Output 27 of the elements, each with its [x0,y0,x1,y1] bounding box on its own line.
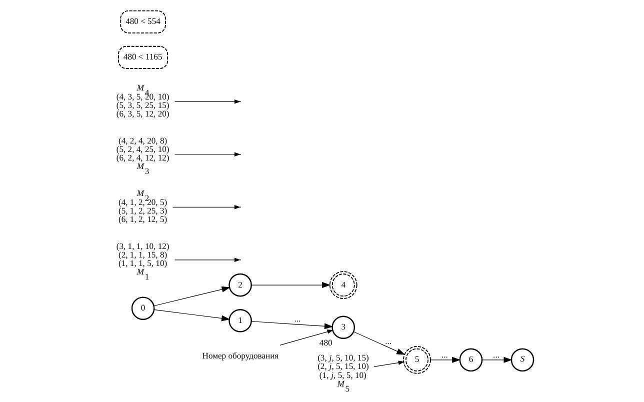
arrow [174,152,240,157]
arrow [172,204,240,210]
arrow [174,99,240,104]
arrow [153,286,230,306]
node-circle: 6 [458,348,482,372]
arrow [174,258,240,262]
node-box: 480 < 554 [120,10,166,34]
node-circle: S [510,348,534,372]
node-circle: 0 [130,296,154,320]
arrow [430,356,460,363]
node-circle: 2 [228,273,252,297]
node-label: 480 [318,337,332,348]
arrow [352,331,405,355]
arrow [153,309,230,322]
node-text: Номер оборудования [202,350,278,360]
arrow [250,282,330,288]
arrow [373,360,404,368]
node-circle: 3 [331,316,355,340]
node-box: 480 < 1165 [118,46,168,69]
arrow [250,321,333,330]
arrow [481,356,512,363]
edge-label: ... [384,336,392,346]
node-circle: 1 [228,308,252,332]
edge-label: ... [492,350,499,360]
arrow [279,330,333,346]
edge-label: ... [294,313,300,324]
edge-label: ... [441,350,448,360]
